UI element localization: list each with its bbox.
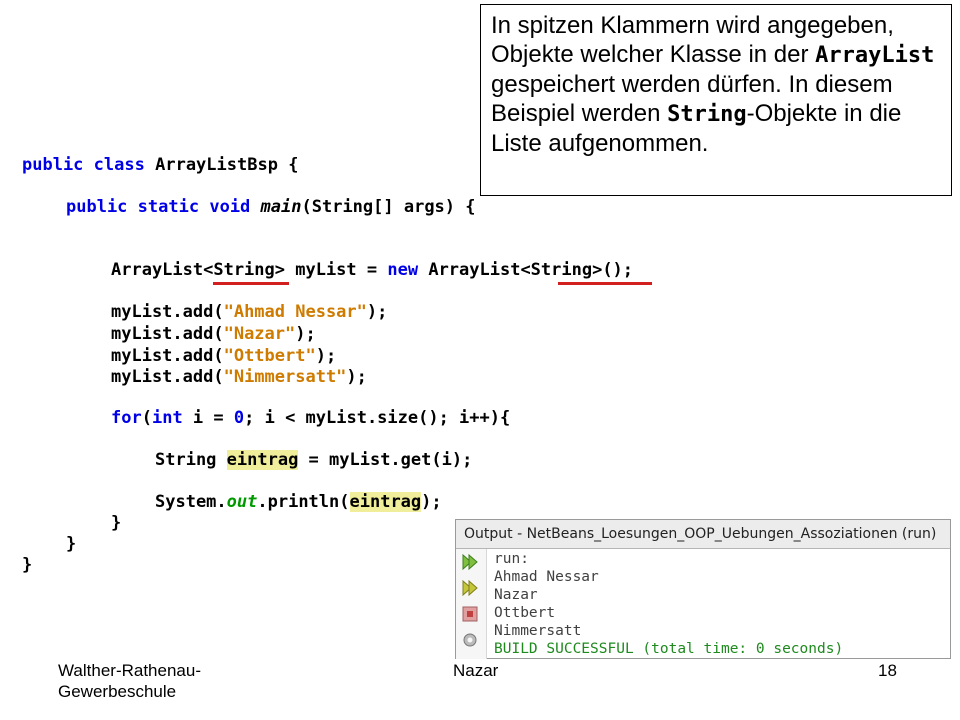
code-line-class: public class ArrayListBsp { (22, 155, 299, 175)
footer-author: Nazar (453, 661, 499, 680)
output-gutter (456, 549, 487, 659)
underline-generic-type-2 (558, 282, 652, 285)
rerun-with-params-icon[interactable] (461, 579, 479, 597)
output-line: Ottbert (494, 605, 556, 621)
code-line-declaration: ArrayList<String> myList = new ArrayList… (111, 260, 634, 280)
footer-school: Walther-Rathenau- Gewerbeschule (58, 661, 201, 701)
code-line-close-main: } (66, 534, 77, 554)
callout-code-arraylist: ArrayList (815, 43, 935, 68)
code-line-add-1: myList.add("Ahmad Nessar"); (111, 302, 388, 322)
code-line-println: System.out.println(eintrag); (155, 492, 442, 512)
output-line: Ahmad Nessar (494, 569, 599, 585)
callout-code-string: String (667, 102, 747, 127)
highlight-eintrag-2: eintrag (349, 492, 422, 512)
callout-text-2: gespeichert werden dürfen. In diesem Bei… (491, 71, 893, 127)
code-line-get: String eintrag = myList.get(i); (155, 450, 473, 470)
explanation-callout: In spitzen Klammern wird angegeben, Obje… (480, 4, 952, 196)
output-line: run: (494, 551, 529, 567)
rerun-icon[interactable] (461, 553, 479, 571)
build-status: BUILD SUCCESSFUL (total time: 0 seconds) (494, 641, 844, 657)
code-line-add-4: myList.add("Nimmersatt"); (111, 367, 367, 387)
code-line-add-2: myList.add("Nazar"); (111, 324, 316, 344)
output-lines: run: Ahmad Nessar Nazar Ottbert Nimmersa… (494, 550, 843, 658)
page-number: 18 (878, 661, 897, 680)
stop-icon[interactable] (461, 605, 479, 623)
highlight-eintrag-1: eintrag (226, 450, 299, 470)
output-panel: Output - NetBeans_Loesungen_OOP_Uebungen… (455, 519, 951, 659)
underline-generic-type-1 (213, 282, 289, 285)
output-line: Nimmersatt (494, 623, 582, 639)
callout-text-1: In spitzen Klammern wird angegeben, Obje… (491, 12, 894, 68)
output-title: Output - NetBeans_Loesungen_OOP_Uebungen… (456, 520, 950, 549)
code-line-close-for: } (111, 513, 122, 533)
code-line-for: for(int i = 0; i < myList.size(); i++){ (111, 408, 511, 428)
code-line-add-3: myList.add("Ottbert"); (111, 346, 337, 366)
settings-icon[interactable] (461, 631, 479, 649)
callout-text-3: -Objekte in die Liste aufgenommen. (491, 100, 902, 157)
code-line-close-class: } (22, 555, 33, 575)
output-line: Nazar (494, 587, 538, 603)
code-line-main: public static void main(String[] args) { (66, 197, 476, 217)
